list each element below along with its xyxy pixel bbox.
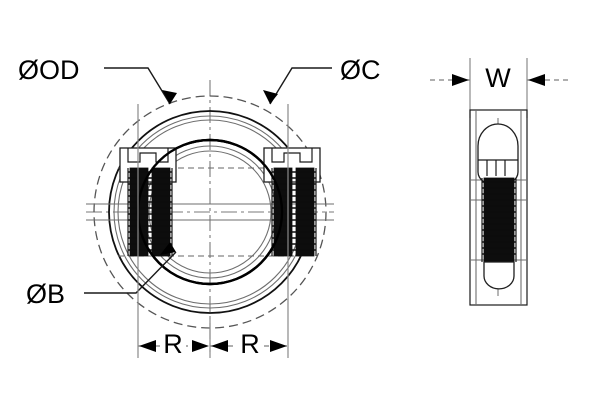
right-screw-shank-b [295, 167, 315, 257]
c-leader-arrowhead [263, 90, 278, 104]
bore-chamfer-circle [148, 150, 272, 274]
w-arrow-left [452, 74, 469, 86]
side-view-screw-tip [483, 261, 515, 290]
b-dimension-label: ØB [26, 279, 65, 309]
r-left-label-backdrop [160, 330, 186, 362]
w-dimension-label: W [485, 63, 511, 93]
od-leader-arrowhead [162, 90, 177, 104]
front-view [86, 80, 334, 352]
side-view-collar-body [469, 109, 528, 306]
b-leader-arrowhead [160, 242, 176, 255]
b-leader-line [84, 251, 177, 294]
r-dimension-group [137, 104, 289, 362]
od-leader [104, 67, 177, 105]
w-arrow-right [528, 74, 545, 86]
r-left-arrow-inner [192, 340, 209, 352]
c-dimension-label: ØC [340, 55, 381, 85]
side-view-screw-shank [483, 177, 515, 263]
bore-arc-right [209, 138, 284, 286]
side-view-screw-head [477, 123, 519, 187]
side-view [430, 58, 568, 306]
od-dimension-label: ØOD [18, 55, 80, 85]
c-leader-line [269, 67, 332, 105]
r-right-dimension-label: R [240, 329, 260, 359]
left-screw-hex-socket [127, 148, 169, 163]
c-leader [263, 67, 332, 105]
r-right-label-backdrop [237, 330, 263, 362]
r-left-arrow-outer [139, 340, 156, 352]
left-clamp-screw [119, 147, 177, 257]
side-view-hex-socket [486, 160, 506, 176]
right-screw-hex-socket [271, 148, 313, 163]
left-screw-shank-b [151, 167, 171, 257]
od-leader-line [104, 67, 171, 105]
r-left-dimension-label: R [163, 329, 183, 359]
b-leader [84, 242, 177, 294]
right-clamp-screw [263, 147, 321, 257]
side-view-screw-threads [482, 181, 516, 255]
r-right-arrow-inner [211, 340, 228, 352]
r-right-arrow-outer [270, 340, 287, 352]
